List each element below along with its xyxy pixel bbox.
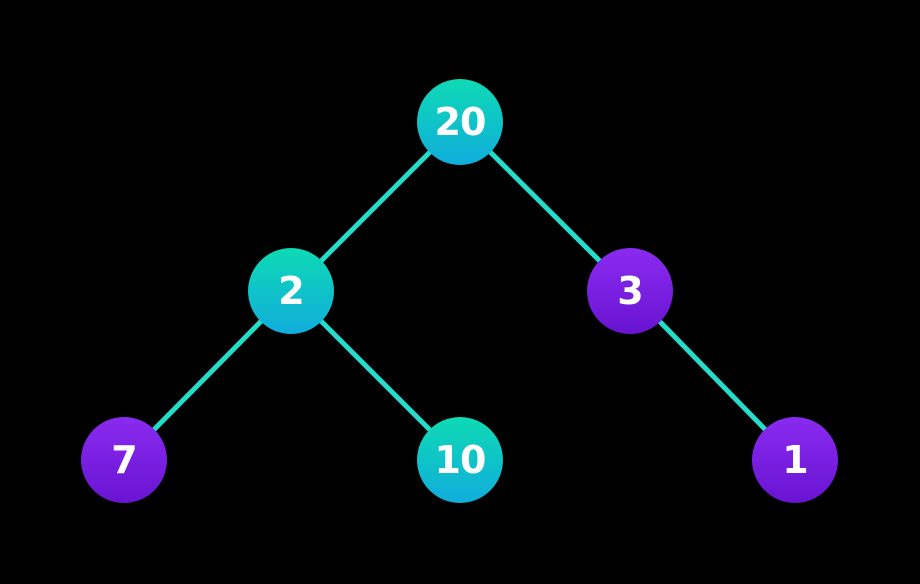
node-value-20: 20 (434, 100, 487, 144)
node-value-10: 10 (434, 438, 487, 482)
node-value-3: 3 (617, 269, 643, 313)
node-value-1: 1 (782, 438, 808, 482)
tree-node-7: 7 (81, 417, 167, 503)
tree-node-1: 1 (752, 417, 838, 503)
node-value-7: 7 (111, 438, 137, 482)
node-value-2: 2 (278, 269, 304, 313)
tree-node-3: 3 (587, 248, 673, 334)
tree-node-2: 2 (248, 248, 334, 334)
tree-node-10: 10 (417, 417, 503, 503)
tree-node-20: 20 (417, 79, 503, 165)
